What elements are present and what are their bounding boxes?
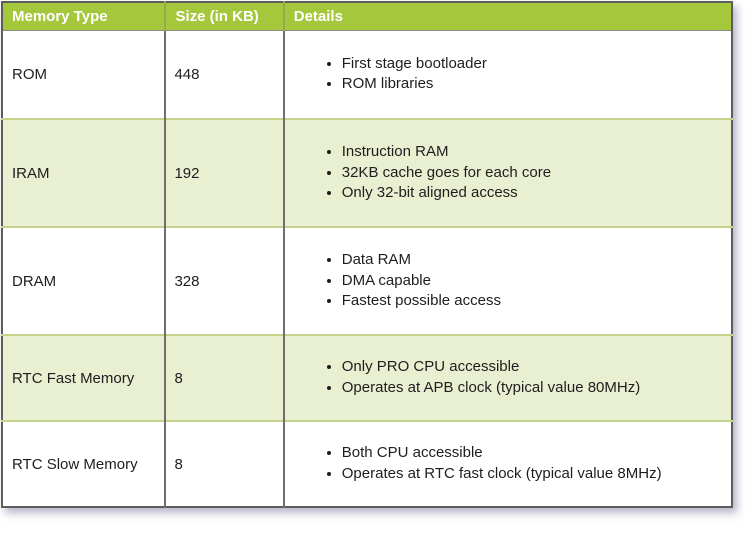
header-size: Size (in KB): [164, 2, 284, 31]
memory-type-cell: DRAM: [2, 226, 166, 335]
details-item: First stage bootloader: [342, 54, 727, 75]
size-cell: 448: [164, 30, 284, 119]
table-row-rtc-slow: RTC Slow Memory 8 Both CPU accessible Op…: [2, 420, 732, 507]
details-item: Operates at RTC fast clock (typical valu…: [342, 464, 727, 485]
memory-type-cell: RTC Fast Memory: [2, 334, 166, 421]
header-row: Memory Type Size (in KB) Details: [2, 2, 732, 31]
header-memory-type: Memory Type: [2, 2, 166, 31]
details-list: Instruction RAM 32KB cache goes for each…: [294, 142, 727, 204]
memory-type-cell: RTC Slow Memory: [2, 420, 166, 507]
details-cell: First stage bootloader ROM libraries: [282, 30, 732, 119]
details-cell: Instruction RAM 32KB cache goes for each…: [282, 118, 732, 227]
details-list: Both CPU accessible Operates at RTC fast…: [294, 443, 727, 484]
details-cell: Only PRO CPU accessible Operates at APB …: [282, 334, 732, 421]
details-item: 32KB cache goes for each core: [342, 163, 727, 184]
details-item: Instruction RAM: [342, 142, 727, 163]
table-row-dram: DRAM 328 Data RAM DMA capable Fastest po…: [2, 226, 732, 335]
memory-type-cell: IRAM: [2, 118, 166, 227]
size-cell: 192: [164, 118, 284, 227]
details-item: Operates at APB clock (typical value 80M…: [342, 378, 727, 399]
details-cell: Both CPU accessible Operates at RTC fast…: [282, 420, 732, 507]
details-item: Both CPU accessible: [342, 443, 727, 464]
memory-type-cell: ROM: [2, 30, 166, 119]
details-item: Data RAM: [342, 250, 727, 271]
memory-table: Memory Type Size (in KB) Details ROM 448…: [1, 1, 733, 508]
details-list: Data RAM DMA capable Fastest possible ac…: [294, 250, 727, 312]
details-list: First stage bootloader ROM libraries: [294, 54, 727, 95]
details-item: Only 32-bit aligned access: [342, 183, 727, 204]
details-list: Only PRO CPU accessible Operates at APB …: [294, 357, 727, 398]
details-item: DMA capable: [342, 271, 727, 292]
size-cell: 328: [164, 226, 284, 335]
size-cell: 8: [164, 420, 284, 507]
details-item: Only PRO CPU accessible: [342, 357, 727, 378]
details-item: Fastest possible access: [342, 291, 727, 312]
header-details: Details: [282, 2, 732, 31]
details-item: ROM libraries: [342, 74, 727, 95]
details-cell: Data RAM DMA capable Fastest possible ac…: [282, 226, 732, 335]
table-row-rom: ROM 448 First stage bootloader ROM libra…: [2, 30, 732, 119]
table-row-rtc-fast: RTC Fast Memory 8 Only PRO CPU accessibl…: [2, 334, 732, 421]
size-cell: 8: [164, 334, 284, 421]
table-row-iram: IRAM 192 Instruction RAM 32KB cache goes…: [2, 118, 732, 227]
